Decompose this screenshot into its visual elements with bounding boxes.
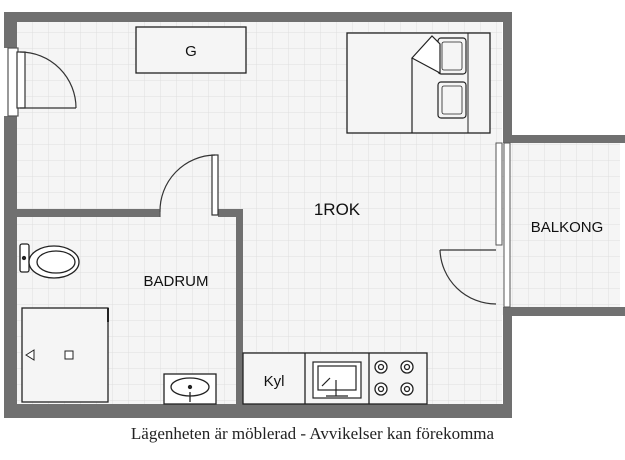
bed [346, 32, 491, 134]
main-room-label: 1ROK [314, 200, 361, 219]
entrance-door [7, 47, 77, 117]
sink-icon [163, 373, 217, 405]
balcony-door-frame [495, 142, 511, 308]
bathroom-walls [17, 209, 243, 404]
stove-icon [374, 360, 414, 396]
fridge-label: Kyl [264, 373, 285, 390]
balcony-door-swing [439, 249, 497, 305]
bathroom-door [159, 154, 219, 217]
toilet-icon [19, 243, 80, 279]
disclaimer-caption: Lägenheten är möblerad - Avvikelser kan … [130, 424, 495, 443]
pillow-icon [437, 81, 467, 119]
shower-icon [21, 307, 109, 403]
balcony-floor [500, 143, 620, 315]
wardrobe-label: G [185, 43, 197, 60]
kitchen-sink-icon [312, 361, 362, 399]
balcony-label: BALKONG [531, 219, 604, 236]
floor-plan: G 1ROK BADRUM BALKONG K [4, 12, 625, 418]
wardrobe [135, 26, 247, 74]
outer-walls [4, 12, 625, 418]
bathroom-label: BADRUM [143, 273, 208, 290]
